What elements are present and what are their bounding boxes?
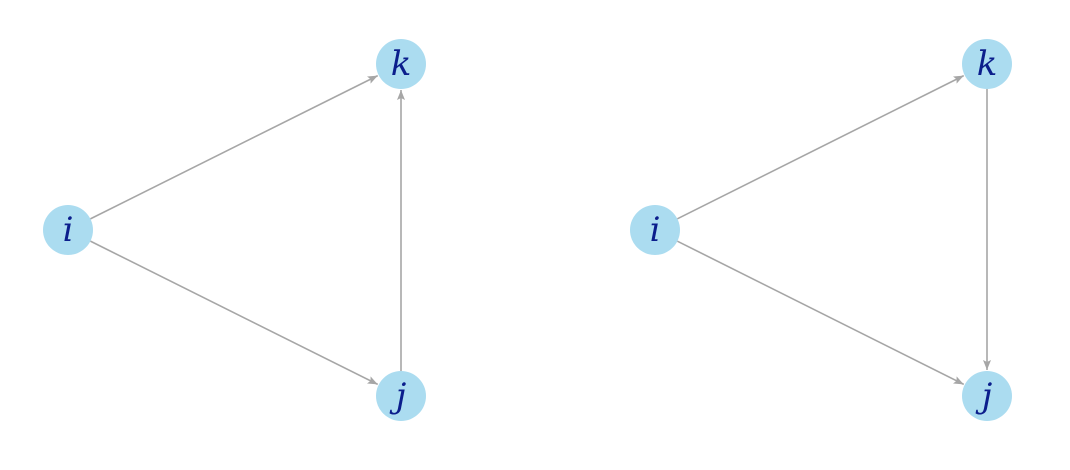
node-k: k bbox=[962, 39, 1012, 89]
node-label: k bbox=[391, 44, 412, 84]
edge-i-to-j bbox=[677, 240, 965, 386]
node-k: k bbox=[376, 39, 426, 89]
graph-right-edges bbox=[677, 74, 991, 386]
edge-i-to-k bbox=[90, 74, 379, 220]
node-i: i bbox=[630, 205, 680, 255]
graph-left-nodes: i k j bbox=[43, 39, 426, 421]
edge-i-to-k bbox=[677, 74, 965, 220]
edge-i-to-j bbox=[90, 240, 379, 386]
edges-layer bbox=[90, 74, 991, 386]
node-circle bbox=[630, 205, 680, 255]
node-circle bbox=[376, 39, 426, 89]
node-circle bbox=[962, 39, 1012, 89]
node-j: j bbox=[376, 371, 426, 421]
graph-left-edges bbox=[90, 74, 405, 386]
node-label: i bbox=[63, 210, 74, 250]
nodes-layer: i k j i k j bbox=[43, 39, 1012, 421]
node-circle bbox=[43, 205, 93, 255]
node-circle bbox=[376, 371, 426, 421]
graph-right-nodes: i k j bbox=[630, 39, 1012, 421]
node-label: i bbox=[650, 210, 661, 250]
node-circle bbox=[962, 371, 1012, 421]
node-j: j bbox=[962, 371, 1012, 421]
node-i: i bbox=[43, 205, 93, 255]
node-label: k bbox=[977, 44, 998, 84]
